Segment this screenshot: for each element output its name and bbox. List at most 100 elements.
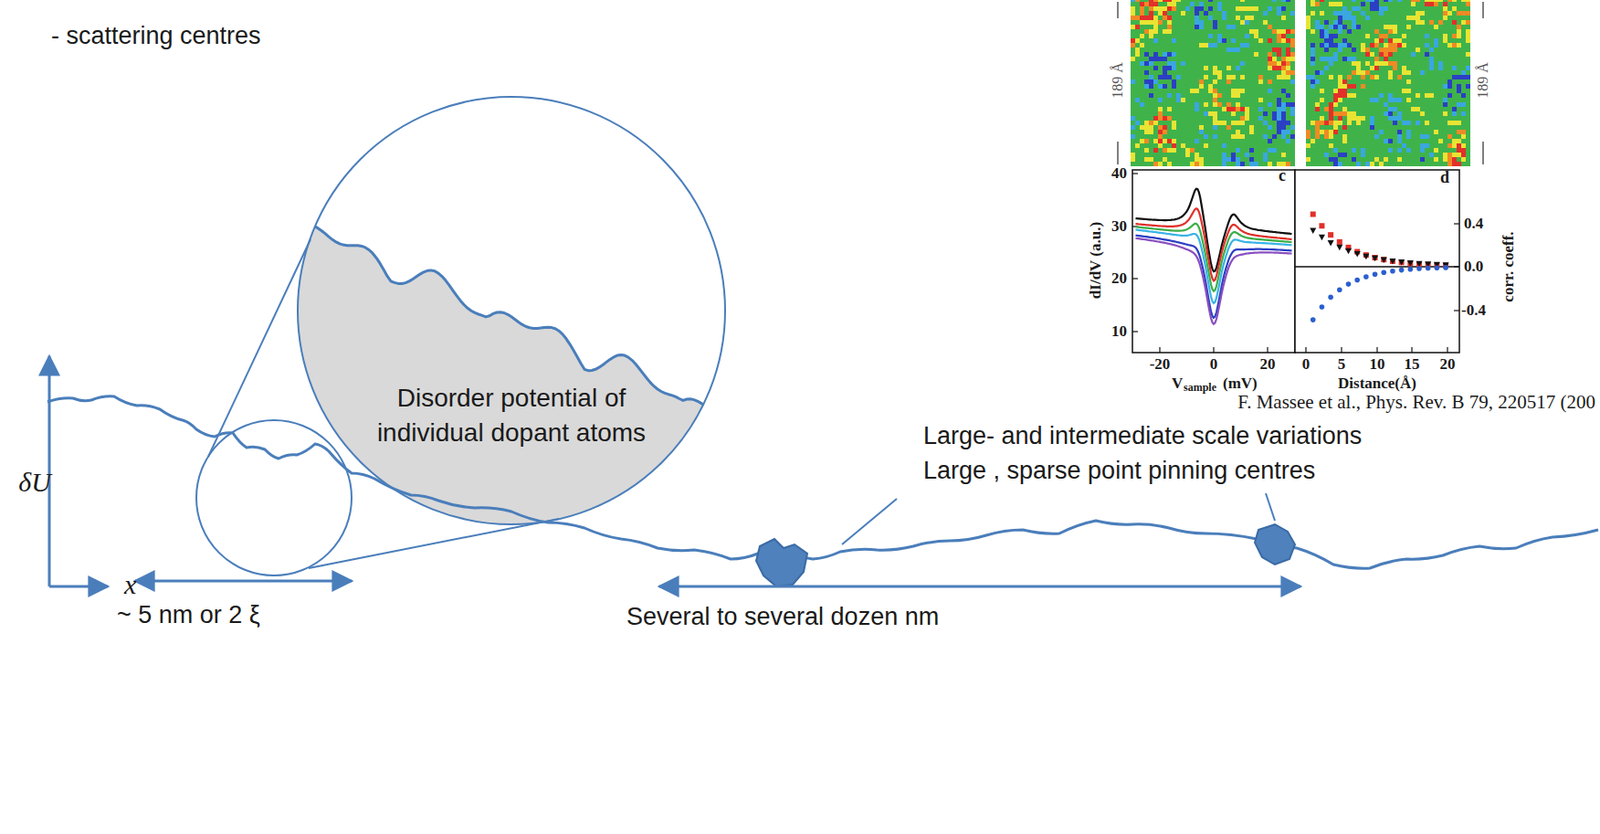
map-pixel xyxy=(1272,115,1277,121)
map-pixel xyxy=(1231,74,1236,80)
map-pixel xyxy=(1135,6,1140,11)
map-pixel xyxy=(1406,65,1411,71)
map-pixel xyxy=(1351,20,1357,25)
map-pixel xyxy=(1290,147,1295,153)
map-pixel xyxy=(1157,88,1163,94)
map-pixel xyxy=(1135,120,1140,126)
map-pixel xyxy=(1442,0,1448,2)
map-pixel xyxy=(1189,120,1195,126)
map-pixel xyxy=(1217,10,1222,16)
map-pixel xyxy=(1240,29,1245,34)
map-pixel xyxy=(1135,161,1140,167)
map-pixel xyxy=(1176,65,1181,71)
map-pixel xyxy=(1244,20,1250,25)
map-pixel xyxy=(1374,1,1379,7)
map-pixel xyxy=(1333,74,1338,80)
map-pixel xyxy=(1267,138,1273,144)
map-pixel xyxy=(1383,29,1389,34)
map-pixel xyxy=(1157,1,1163,7)
map-pixel xyxy=(1397,70,1402,75)
map-pixel xyxy=(1337,79,1343,85)
map-pixel xyxy=(1221,93,1227,98)
map-pixel xyxy=(1324,56,1329,62)
map-pixel xyxy=(1231,52,1236,57)
map-pixel xyxy=(1374,79,1379,85)
map-pixel xyxy=(1135,84,1140,89)
map-pixel xyxy=(1392,74,1398,80)
map-pixel xyxy=(1337,38,1343,43)
map-pixel xyxy=(1203,125,1209,130)
map-pixel xyxy=(1378,0,1384,2)
map-pixel xyxy=(1157,6,1163,11)
map-pixel xyxy=(1420,24,1425,30)
map-pixel xyxy=(1276,102,1282,107)
map-pixel xyxy=(1148,115,1154,121)
map-pixel xyxy=(1171,10,1177,16)
map-pixel xyxy=(1369,70,1375,75)
map-pixel xyxy=(1253,20,1259,25)
map-pixel xyxy=(1461,52,1466,57)
map-pixel xyxy=(1410,0,1416,2)
map-pixel xyxy=(1162,120,1168,126)
map-pixel xyxy=(1258,24,1264,30)
map-pixel xyxy=(1433,0,1439,2)
map-pixel xyxy=(1240,134,1245,139)
map-pixel xyxy=(1203,120,1209,126)
map-pixel xyxy=(1401,24,1407,30)
map-pixel xyxy=(1401,74,1407,80)
map-pixel xyxy=(1420,52,1425,57)
map-pixel xyxy=(1157,70,1163,75)
map-pixel xyxy=(1281,106,1286,112)
map-pixel xyxy=(1244,6,1250,11)
map-pixel xyxy=(1374,56,1379,62)
map-pixel xyxy=(1337,24,1343,30)
map-pixel xyxy=(1276,52,1282,57)
map-pixel xyxy=(1235,138,1241,144)
map-pixel xyxy=(1180,79,1186,85)
map-pixel xyxy=(1162,106,1168,112)
map-pixel xyxy=(1231,106,1236,112)
map-pixel xyxy=(1337,15,1343,21)
map-pixel xyxy=(1189,161,1195,167)
map-pixel xyxy=(1162,88,1168,94)
map-pixel xyxy=(1148,84,1154,89)
map-pixel xyxy=(1383,6,1389,11)
map-pixel xyxy=(1429,15,1434,21)
map-pixel xyxy=(1217,1,1222,7)
map-pixel xyxy=(1433,10,1439,16)
map-pixel xyxy=(1153,38,1158,43)
map-pixel xyxy=(1383,24,1389,30)
map-pixel xyxy=(1171,74,1177,80)
map-pixel xyxy=(1240,147,1245,153)
map-pixel xyxy=(1185,93,1190,98)
map-pixel xyxy=(1231,0,1236,2)
map-pixel xyxy=(1208,143,1213,148)
map-pixel xyxy=(1212,20,1218,25)
map-pixel xyxy=(1328,6,1334,11)
map-pixel xyxy=(1144,125,1149,130)
map-pixel xyxy=(1410,65,1416,71)
map-pixel xyxy=(1305,38,1311,43)
map-pixel xyxy=(1415,24,1421,30)
map-pixel xyxy=(1185,42,1190,48)
map-pixel xyxy=(1447,20,1453,25)
map-pixel xyxy=(1276,29,1282,34)
map-pixel xyxy=(1180,10,1186,16)
map-pixel xyxy=(1235,88,1241,94)
map-pixel xyxy=(1442,42,1448,48)
map-pixel xyxy=(1276,120,1282,126)
map-pixel xyxy=(1420,47,1425,53)
map-pixel xyxy=(1258,15,1264,21)
map-pixel xyxy=(1244,93,1250,98)
map-pixel xyxy=(1226,10,1232,16)
map-pixel xyxy=(1328,47,1334,53)
map-pixel xyxy=(1231,111,1236,116)
map-pixel xyxy=(1176,33,1181,39)
map-pixel xyxy=(1365,20,1370,25)
map-pixel xyxy=(1203,74,1209,80)
map-pixel xyxy=(1185,152,1190,158)
map-pixel xyxy=(1135,143,1140,148)
map-pixel xyxy=(1263,93,1268,98)
map-pixel xyxy=(1272,1,1277,7)
map-pixel xyxy=(1281,120,1286,126)
